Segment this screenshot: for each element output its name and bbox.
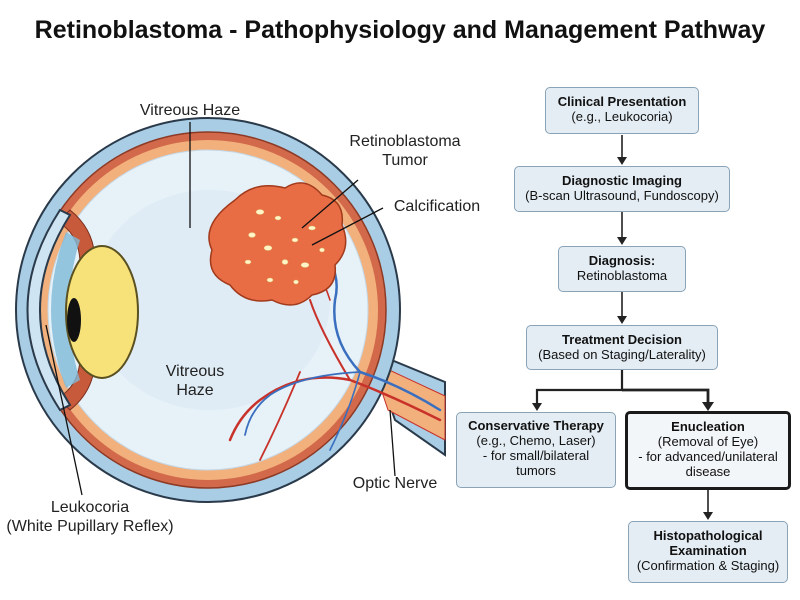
leader-lines bbox=[45, 122, 396, 496]
flow-histo-sub: (Confirmation & Staging) bbox=[636, 558, 780, 573]
label-leukocoria-line1: Leukocoria bbox=[50, 499, 130, 516]
label-tumor-line2: Tumor bbox=[382, 152, 428, 169]
label-tumor: Retinoblastoma Tumor bbox=[330, 132, 480, 170]
flow-clinical-sub: (e.g., Leukocoria) bbox=[571, 109, 673, 124]
label-calcification: Calcification bbox=[393, 198, 481, 215]
flow-treatment-sub: (Based on Staging/Laterality) bbox=[538, 347, 706, 362]
flow-treatment-title: Treatment Decision bbox=[562, 332, 682, 347]
flow-diagnosis-sub: Retinoblastoma bbox=[576, 268, 668, 283]
flow-histo-title2: Examination bbox=[669, 543, 747, 558]
label-vitreous-haze-top: Vitreous Haze bbox=[139, 102, 241, 119]
flow-box-conservative-therapy: Conservative Therapy (e.g., Chemo, Laser… bbox=[456, 412, 616, 488]
flow-box-treatment-decision: Treatment Decision (Based on Staging/Lat… bbox=[526, 325, 718, 370]
flow-conservative-title: Conservative Therapy bbox=[468, 418, 604, 433]
flow-histo-title1: Histopathological bbox=[653, 528, 763, 543]
flow-enucleation-sub2: - for advanced/unilateral bbox=[638, 449, 778, 464]
flow-box-diagnostic-imaging: Diagnostic Imaging (B-scan Ultrasound, F… bbox=[514, 166, 730, 212]
lens bbox=[65, 245, 139, 379]
flow-enucleation-sub1: (Removal of Eye) bbox=[657, 434, 759, 449]
retinoblastoma-tumor bbox=[208, 182, 347, 306]
cornea bbox=[26, 208, 72, 412]
flow-box-diagnosis: Diagnosis: Retinoblastoma bbox=[558, 246, 686, 292]
pupil bbox=[67, 298, 81, 342]
flow-box-clinical-presentation: Clinical Presentation (e.g., Leukocoria) bbox=[545, 87, 699, 134]
flow-box-enucleation: Enucleation (Removal of Eye) - for advan… bbox=[625, 411, 791, 490]
arrow-heads bbox=[532, 157, 714, 520]
calcification-spots bbox=[244, 209, 325, 285]
flow-clinical-title: Clinical Presentation bbox=[557, 94, 687, 109]
label-vitreous-haze-mid-line2: Haze bbox=[176, 382, 214, 399]
flow-box-histopathological-examination: Histopathological Examination (Confirmat… bbox=[628, 521, 788, 583]
label-leukocoria-line2: (White Pupillary Reflex) bbox=[6, 518, 174, 535]
flow-conservative-sub2: - for small/bilateral bbox=[482, 448, 590, 463]
label-tumor-line1: Retinoblastoma bbox=[349, 133, 461, 150]
flow-diagnosis-title: Diagnosis: bbox=[588, 253, 656, 268]
label-vitreous-haze-mid: Vitreous Haze bbox=[150, 362, 240, 400]
label-leukocoria: Leukocoria (White Pupillary Reflex) bbox=[5, 498, 175, 536]
flow-arrows bbox=[535, 135, 710, 513]
flow-imaging-title: Diagnostic Imaging bbox=[562, 173, 682, 188]
flow-enucleation-sub3: disease bbox=[685, 464, 731, 479]
flow-conservative-sub1: (e.g., Chemo, Laser) bbox=[476, 433, 596, 448]
page-title: Retinoblastoma - Pathophysiology and Man… bbox=[34, 16, 766, 44]
flow-conservative-sub3: tumors bbox=[516, 463, 556, 478]
label-optic-nerve: Optic Nerve bbox=[352, 475, 438, 492]
label-vitreous-haze-mid-line1: Vitreous bbox=[165, 363, 225, 380]
flow-enucleation-title: Enucleation bbox=[671, 419, 745, 434]
flow-imaging-sub: (B-scan Ultrasound, Fundoscopy) bbox=[525, 188, 719, 203]
